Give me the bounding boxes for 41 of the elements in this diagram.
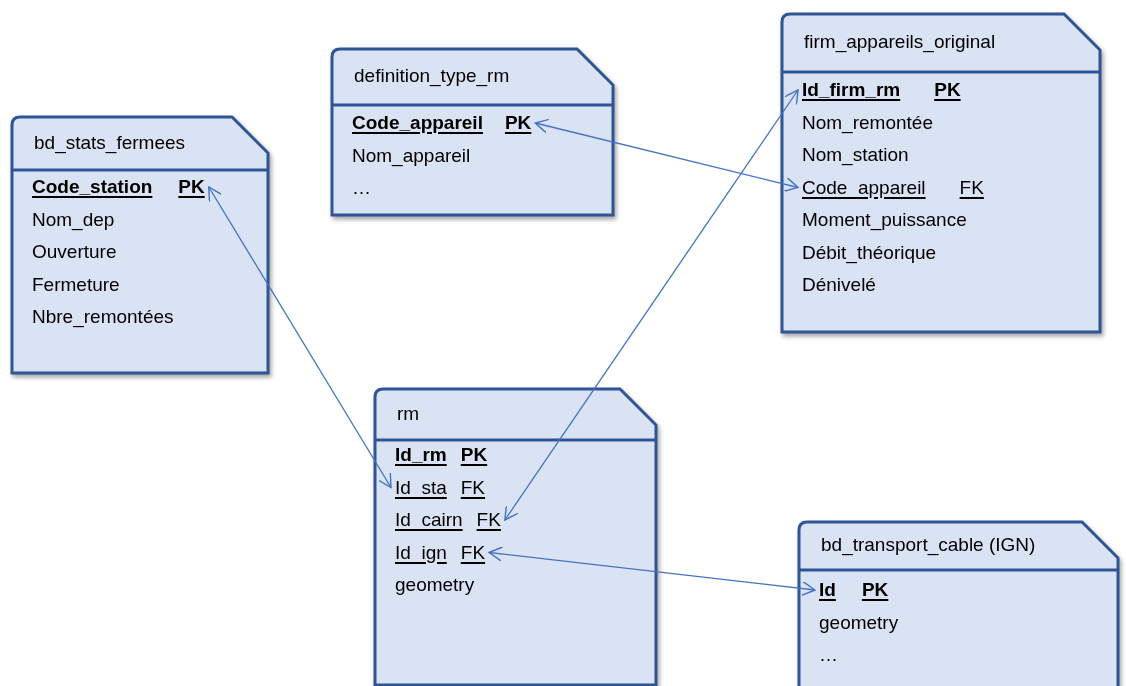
table-name: bd_stats_fermees [34,130,186,155]
field-name: Id_cairn [395,508,463,532]
field-name: Dénivelé [802,273,876,297]
key-label: FK [959,175,984,200]
field-name: Fermeture [32,272,120,297]
key-label: PK [460,443,488,467]
relation-arrow [208,186,392,489]
field-name: Id_rm [395,443,447,467]
key-label: FK [476,508,501,532]
table-name: bd_transport_cable (IGN) [821,533,1036,557]
field-name: Code_appareil [352,111,483,135]
field-name: … [352,176,371,200]
table-name: rm [397,401,420,426]
key-label: FK [460,475,486,500]
field-name: geometry [819,610,899,635]
key-label: PK [861,578,889,602]
field-name: Id_sta [395,475,447,500]
field-name: Moment_puissance [802,208,967,232]
field-name: Nom_appareil [352,143,471,168]
field-name: Code_station [32,175,153,199]
field-name: Nom_remontée [802,110,933,135]
key-label: FK [460,540,486,565]
field-name: Nom_dep [32,207,115,232]
field-name: Ouverture [32,240,117,264]
relation-arrow [488,546,816,597]
relation-arrow [534,118,799,192]
field-name: Nom_station [802,143,909,167]
key-label: PK [934,78,961,102]
field-name: Id [819,578,836,602]
relation-arrow [504,89,799,521]
table-name: definition_type_rm [354,64,510,88]
field-name: … [819,643,838,667]
field-name: Débit_théorique [802,240,937,265]
key-label: PK [178,175,205,199]
field-name: Id_ign [395,540,447,565]
field-name: Nbre_remontées [32,305,174,329]
field-name: Code_appareil [802,175,926,200]
key-label: PK [504,111,532,135]
field-name: Id_firm_rm [802,78,901,102]
field-name: geometry [395,573,475,597]
table-name: firm_appareils_original [804,30,996,54]
